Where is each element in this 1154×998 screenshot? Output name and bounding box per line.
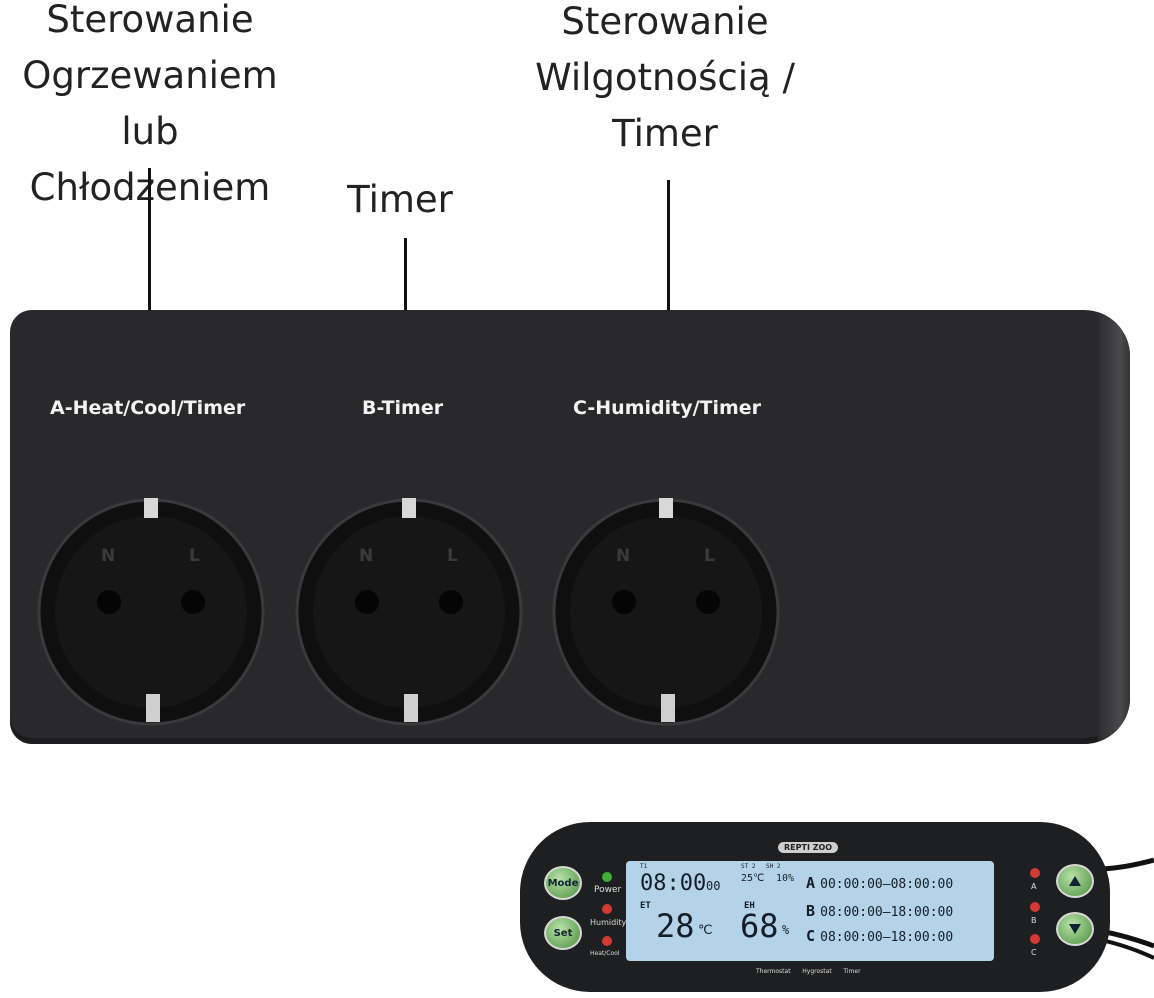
lcd-display: T1 08:00 00 ET 28 ℃ ST 2 SH 2 25℃ 10% EH…	[626, 861, 994, 961]
heatcool-label: Heat/Cool	[590, 950, 620, 957]
socket-a[interactable]: N L	[37, 496, 265, 726]
power-label: Power	[594, 885, 622, 895]
leader-line-c	[667, 180, 670, 385]
lcd-row-start: 08:00:00	[820, 905, 883, 920]
heatcool-led	[602, 936, 612, 946]
footer-thermostat: Thermostat	[756, 968, 791, 975]
callout-line: Timer	[612, 112, 718, 155]
lcd-et-label: ET	[640, 901, 651, 911]
lcd-humidity: 68	[740, 907, 779, 945]
lcd-seconds: 00	[706, 879, 721, 893]
footer-label: Thermostat Hygrostat Timer	[756, 968, 861, 975]
lcd-row-letter: C	[806, 927, 816, 945]
footer-timer: Timer	[843, 968, 861, 975]
lcd-eh-label: EH	[744, 901, 755, 911]
lcd-temp-unit: ℃	[698, 923, 713, 938]
pin-n-label: N	[616, 546, 631, 566]
lcd-row-end: 08:00:00	[890, 877, 954, 892]
lcd-row-dash: —	[882, 930, 891, 945]
lcd-hum-small: 10%	[776, 873, 795, 884]
lcd-timer-row: B 08:00:00—18:00:00	[806, 901, 953, 920]
lcd-timer-row: A 00:00:00—08:00:00	[806, 873, 953, 892]
led-c	[1030, 934, 1040, 944]
led-c-label: C	[1031, 948, 1037, 957]
callout-line: Sterowanie	[46, 0, 254, 41]
callout-line: Timer	[347, 178, 453, 221]
pin-l-label: L	[704, 546, 715, 566]
lcd-timer-row: C 08:00:00—18:00:00	[806, 926, 953, 945]
socket-c[interactable]: N L	[552, 496, 780, 726]
pin-l-label: L	[189, 546, 200, 566]
power-strip: A-Heat/Cool/Timer B-Timer C-Humidity/Tim…	[10, 310, 1130, 744]
lcd-t1-label: T1	[640, 863, 648, 870]
mode-button[interactable]: Mode	[544, 866, 582, 900]
lcd-row-letter: A	[806, 874, 816, 892]
humidity-led	[602, 904, 612, 914]
down-button[interactable]	[1056, 912, 1094, 946]
schuko-socket-icon	[295, 496, 523, 726]
pin-n-label: N	[359, 546, 374, 566]
pin-l-label: L	[447, 546, 458, 566]
lcd-row-end: 18:00:00	[890, 905, 954, 920]
callout-timer: Timer	[330, 172, 470, 228]
outlet-b-label: B-Timer	[362, 397, 444, 419]
socket-b[interactable]: N L	[295, 496, 523, 726]
led-a-label: A	[1031, 882, 1037, 891]
pin-n-label: N	[101, 546, 116, 566]
lcd-time: 08:00	[640, 871, 707, 896]
footer-hygrostat: Hygrostat	[802, 968, 832, 975]
led-a	[1030, 868, 1040, 878]
set-button[interactable]: Set	[544, 916, 582, 950]
schuko-socket-icon	[552, 496, 780, 726]
leader-line-a	[148, 168, 151, 386]
lcd-row-end: 18:00:00	[890, 930, 954, 945]
lcd-row-dash: —	[882, 905, 891, 920]
brand-logo: REPTI ZOO	[778, 842, 839, 853]
led-b-label: B	[1031, 916, 1037, 925]
outlet-c-label: C-Humidity/Timer	[573, 397, 762, 419]
lcd-code-st: ST 2	[741, 863, 756, 870]
callout-line: Ogrzewaniem lub	[22, 54, 278, 153]
lcd-row-start: 08:00:00	[820, 930, 883, 945]
schuko-socket-icon	[37, 496, 265, 726]
lcd-row-dash: —	[882, 877, 891, 892]
lcd-hum-unit: %	[782, 923, 790, 937]
callout-line: Wilgotnością /	[535, 56, 795, 99]
lcd-row-letter: B	[806, 902, 816, 920]
strip-edge	[1098, 310, 1130, 744]
callout-humidity: Sterowanie Wilgotnością / Timer	[515, 0, 815, 162]
lcd-temperature: 28	[656, 907, 695, 945]
callout-line: Sterowanie	[561, 0, 769, 43]
lcd-code-sh: SH 2	[766, 863, 781, 870]
power-led	[602, 872, 612, 882]
lcd-row-start: 00:00:00	[820, 877, 883, 892]
triangle-up-icon	[1069, 876, 1081, 886]
lcd-temp-small: 25℃	[741, 873, 765, 884]
humidity-label: Humidity	[590, 918, 627, 927]
triangle-down-icon	[1069, 924, 1081, 934]
led-b	[1030, 902, 1040, 912]
thermostat-controller: REPTI ZOO Mode Set Power Humidity Heat/C…	[520, 822, 1110, 992]
outlet-a-label: A-Heat/Cool/Timer	[50, 397, 246, 419]
up-button[interactable]	[1056, 864, 1094, 898]
